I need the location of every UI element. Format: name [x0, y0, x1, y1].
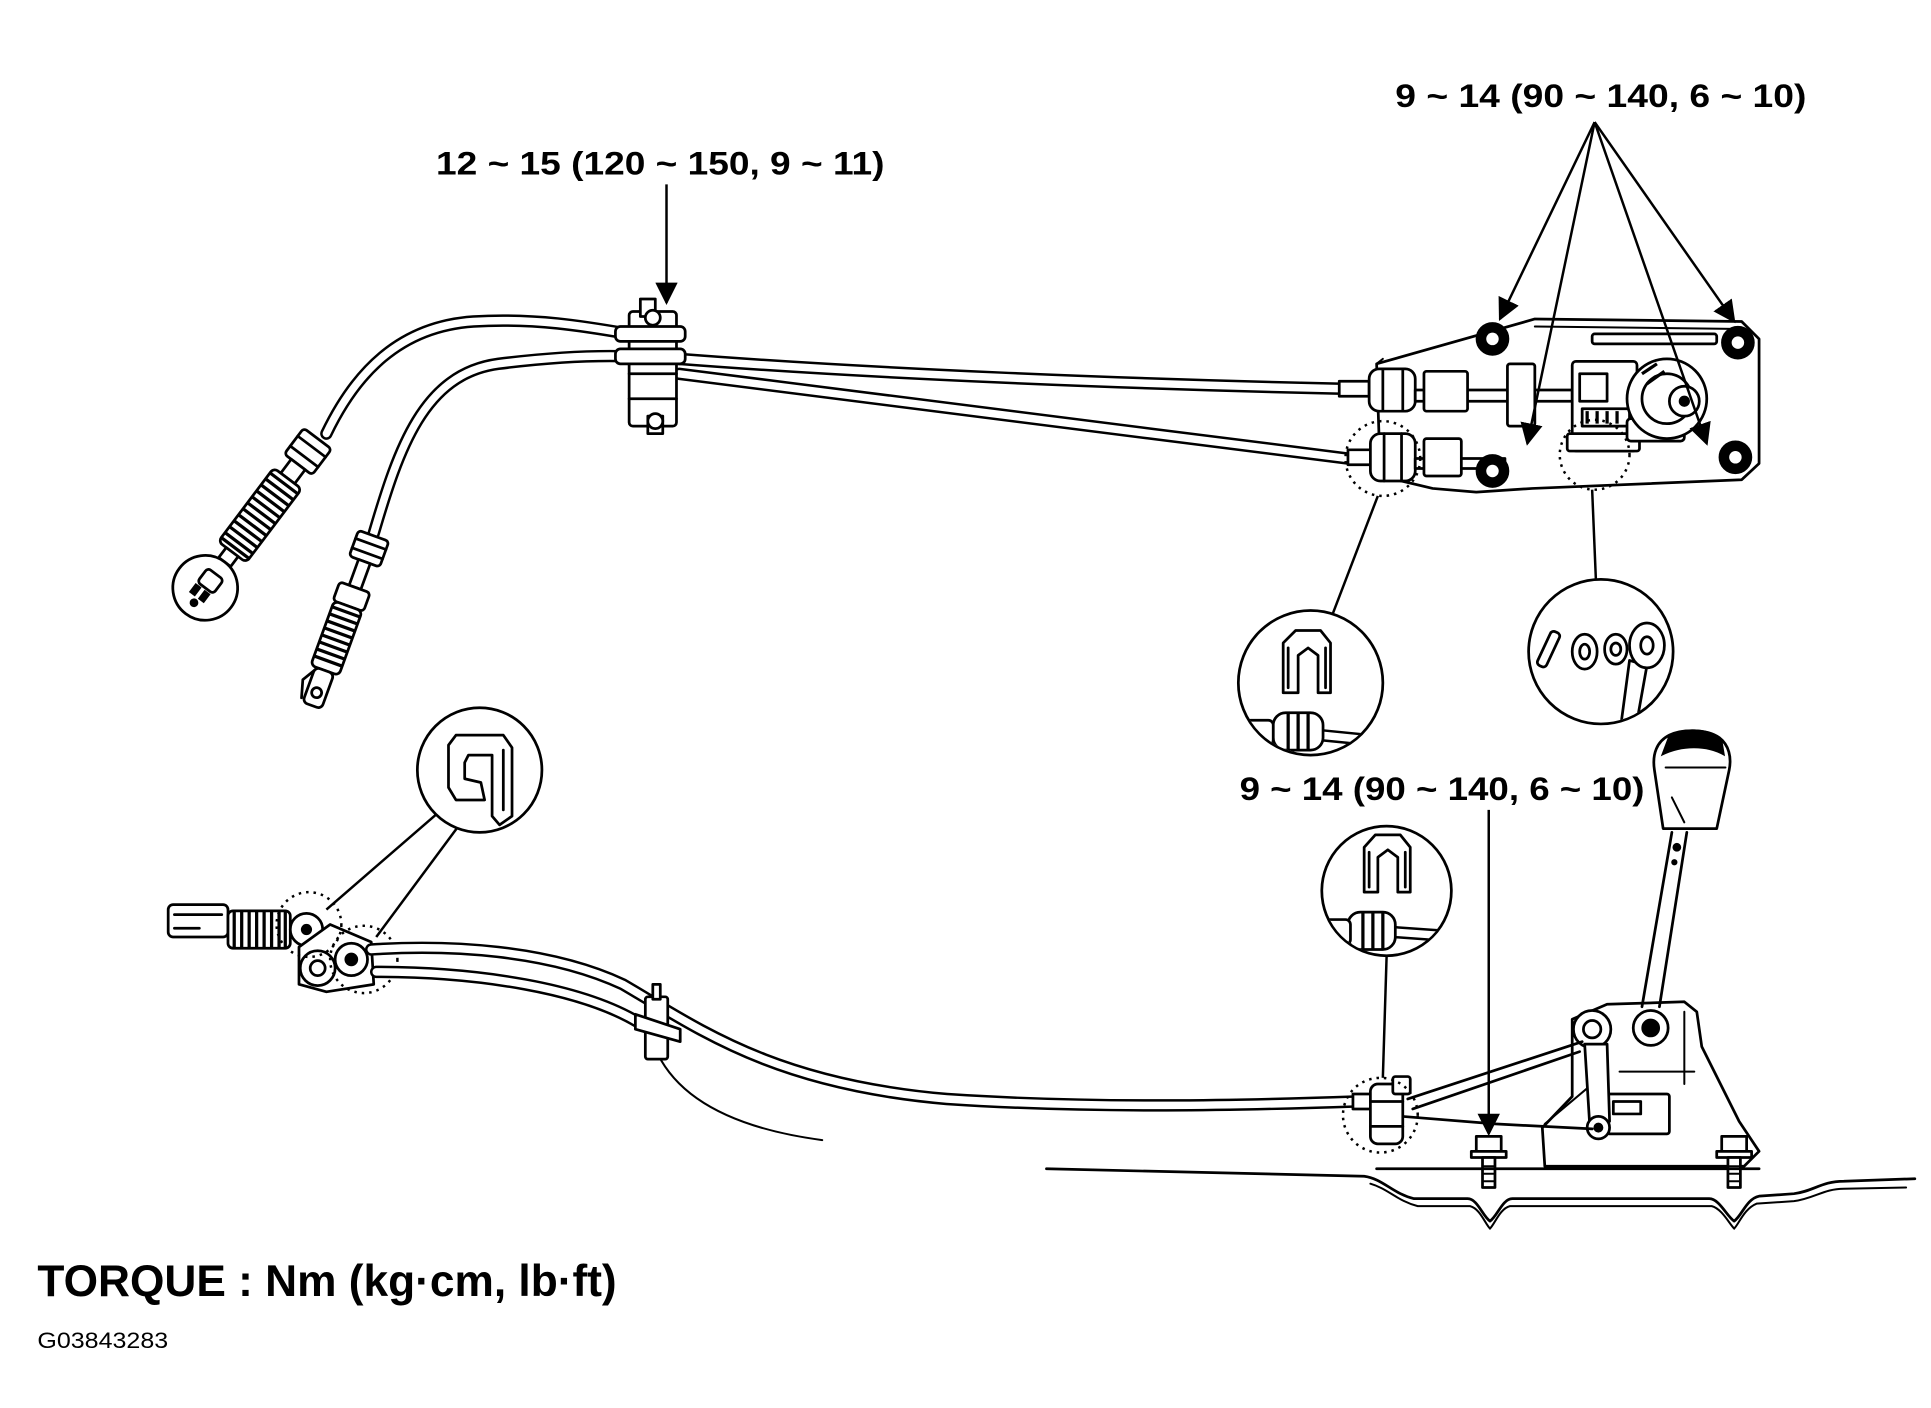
retaining-clip-icon [1281, 629, 1332, 695]
cable-clip-detail-marker [1344, 419, 1422, 498]
connector-bracket-detail-marker [328, 924, 399, 995]
clamp-bolt-upper [643, 308, 662, 327]
hook-clip-icon [447, 733, 514, 827]
cable-clamp-bracket [614, 297, 687, 435]
split-pin-icon [1535, 629, 1562, 669]
leader-line-lever-pin [1590, 489, 1598, 580]
connector-clip-detail-marker [275, 890, 343, 959]
transmission-cable-bracket [1337, 317, 1761, 494]
upper-select-cable [367, 349, 1355, 540]
clamp-bolt-lower [646, 412, 665, 431]
shift-lever-housing [1401, 1000, 1761, 1168]
leader-line-cable-clip [1331, 495, 1380, 614]
bracket-torque-label: 9 ~ 14 (90 ~ 140, 6 ~ 10) [1395, 78, 1806, 114]
bracket-bolt-bottom-left [1475, 454, 1510, 488]
bottom-cable-assembly [166, 706, 1917, 1230]
lever-pin-detail-marker [1558, 418, 1631, 491]
lower-select-cable [370, 965, 652, 1033]
shift-lever-mechanism [1565, 357, 1709, 453]
callout-lever-pin [1527, 578, 1675, 726]
top-cable-assembly [171, 121, 1761, 757]
floor-panel [1045, 1167, 1917, 1223]
clamp-torque-label: 12 ~ 15 (120 ~ 150, 9 ~ 11) [436, 145, 884, 181]
gear-shift-lever [1640, 729, 1732, 1009]
leader-line-connector-bracket [375, 825, 460, 938]
torque-units-legend: TORQUE : Nm (kg·cm, lb·ft) [37, 1255, 616, 1306]
mid-cable-bracket [633, 982, 682, 1061]
leader-line-lever-cable-clip [1381, 956, 1388, 1078]
select-cable-eye-end [300, 529, 390, 709]
lever-cable-end-fitting [1351, 1075, 1412, 1146]
bracket-torque-arrows [1498, 121, 1736, 446]
bracket-bolt-top-left [1475, 322, 1510, 356]
lever-side-cable-connector [166, 903, 376, 994]
lower-shift-cable [365, 941, 1362, 1112]
bracket-bolt-top-right [1721, 325, 1755, 360]
housing-bolt-left [1469, 1134, 1508, 1189]
floor-panel-inner [1369, 1182, 1908, 1230]
retaining-clip-icon-2 [1362, 833, 1412, 894]
select-cable-end-boss [1369, 432, 1417, 483]
leader-line-connector-clip [325, 811, 440, 911]
bracket-bolt-bottom-right [1718, 440, 1753, 475]
shift-cable-end-boss [1367, 367, 1417, 413]
callout-cable-clip [1236, 609, 1385, 757]
callout-hook-clip [415, 706, 544, 834]
housing-bolt-right [1715, 1134, 1753, 1189]
callout-lever-cable-clip [1320, 824, 1453, 958]
figure-id: G03843283 [37, 1328, 168, 1353]
floor-panel-edge [656, 1053, 824, 1142]
shift-cable-ball-end [171, 428, 332, 622]
upper-shift-cable [320, 314, 1350, 440]
lever-torque-label: 9 ~ 14 (90 ~ 140, 6 ~ 10) [1240, 771, 1645, 807]
